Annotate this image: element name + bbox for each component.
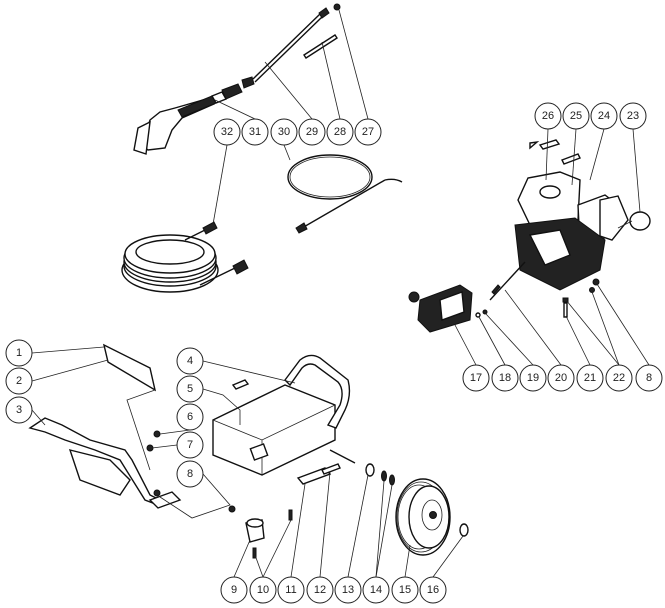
callout-26: 26	[534, 102, 562, 130]
callout-13: 13	[334, 576, 362, 604]
svg-text:25: 25	[570, 110, 582, 122]
callout-1: 1	[5, 339, 33, 367]
callout-31: 31	[241, 118, 269, 146]
svg-text:28: 28	[334, 126, 346, 138]
leader-lines-engine	[454, 128, 650, 366]
callouts: 32 31 30 29 28 27 26 25 24 23 17 18 19 2…	[5, 102, 663, 604]
leader-lines-top	[211, 9, 369, 231]
svg-text:18: 18	[499, 372, 511, 384]
spray-gun-part	[133, 3, 341, 155]
callout-21: 21	[576, 364, 604, 392]
callout-5: 5	[176, 375, 204, 403]
svg-text:13: 13	[342, 584, 354, 596]
callout-22: 22	[605, 364, 633, 392]
svg-text:15: 15	[399, 584, 411, 596]
leader-lines-frame	[31, 346, 464, 578]
svg-text:26: 26	[542, 110, 554, 122]
svg-text:8: 8	[646, 372, 652, 384]
callout-14: 14	[362, 576, 390, 604]
svg-text:9: 9	[231, 584, 237, 596]
callout-3: 3	[5, 396, 33, 424]
callout-4: 4	[176, 347, 204, 375]
callout-17: 17	[462, 364, 490, 392]
callout-11: 11	[277, 576, 305, 604]
callout-9: 9	[220, 576, 248, 604]
callout-23: 23	[619, 102, 647, 130]
callout-20: 20	[547, 364, 575, 392]
svg-text:19: 19	[527, 372, 539, 384]
svg-text:23: 23	[627, 110, 639, 122]
svg-text:7: 7	[187, 439, 193, 451]
callout-19: 19	[519, 364, 547, 392]
callout-16: 16	[419, 576, 447, 604]
svg-text:17: 17	[470, 372, 482, 384]
svg-text:32: 32	[221, 126, 233, 138]
svg-text:6: 6	[187, 411, 193, 423]
svg-text:4: 4	[187, 355, 193, 367]
callout-25: 25	[562, 102, 590, 130]
callout-2: 2	[5, 367, 33, 395]
svg-text:3: 3	[16, 404, 22, 416]
engine-part	[489, 139, 651, 318]
callout-7: 7	[176, 431, 204, 459]
callout-29: 29	[298, 118, 326, 146]
high-pressure-hose-part	[121, 221, 249, 293]
svg-text:1: 1	[16, 347, 22, 359]
svg-text:5: 5	[187, 383, 193, 395]
callout-30: 30	[270, 118, 298, 146]
callout-15: 15	[391, 576, 419, 604]
wheel-part	[395, 478, 469, 556]
callout-32: 32	[213, 118, 241, 146]
extension-hose-part	[287, 154, 403, 234]
svg-text:10: 10	[257, 584, 269, 596]
callout-8-engine: 8	[635, 364, 663, 392]
frame-part	[28, 343, 395, 559]
callout-24: 24	[590, 102, 618, 130]
svg-text:14: 14	[370, 584, 382, 596]
svg-text:20: 20	[555, 372, 567, 384]
callout-28: 28	[326, 118, 354, 146]
svg-text:11: 11	[285, 584, 296, 596]
callout-8-frame: 8	[176, 460, 204, 488]
callout-12: 12	[306, 576, 334, 604]
svg-text:27: 27	[362, 126, 374, 138]
pump-part	[408, 284, 488, 333]
svg-text:8: 8	[187, 468, 193, 480]
callout-6: 6	[176, 403, 204, 431]
callout-10: 10	[249, 576, 277, 604]
svg-text:21: 21	[584, 372, 596, 384]
callout-18: 18	[491, 364, 519, 392]
svg-text:22: 22	[613, 372, 625, 384]
svg-text:12: 12	[314, 584, 326, 596]
svg-text:29: 29	[306, 126, 318, 138]
svg-text:2: 2	[16, 375, 22, 387]
svg-text:24: 24	[598, 110, 610, 122]
svg-text:30: 30	[278, 126, 290, 138]
callout-27: 27	[354, 118, 382, 146]
svg-text:16: 16	[427, 584, 439, 596]
svg-text:31: 31	[249, 126, 261, 138]
